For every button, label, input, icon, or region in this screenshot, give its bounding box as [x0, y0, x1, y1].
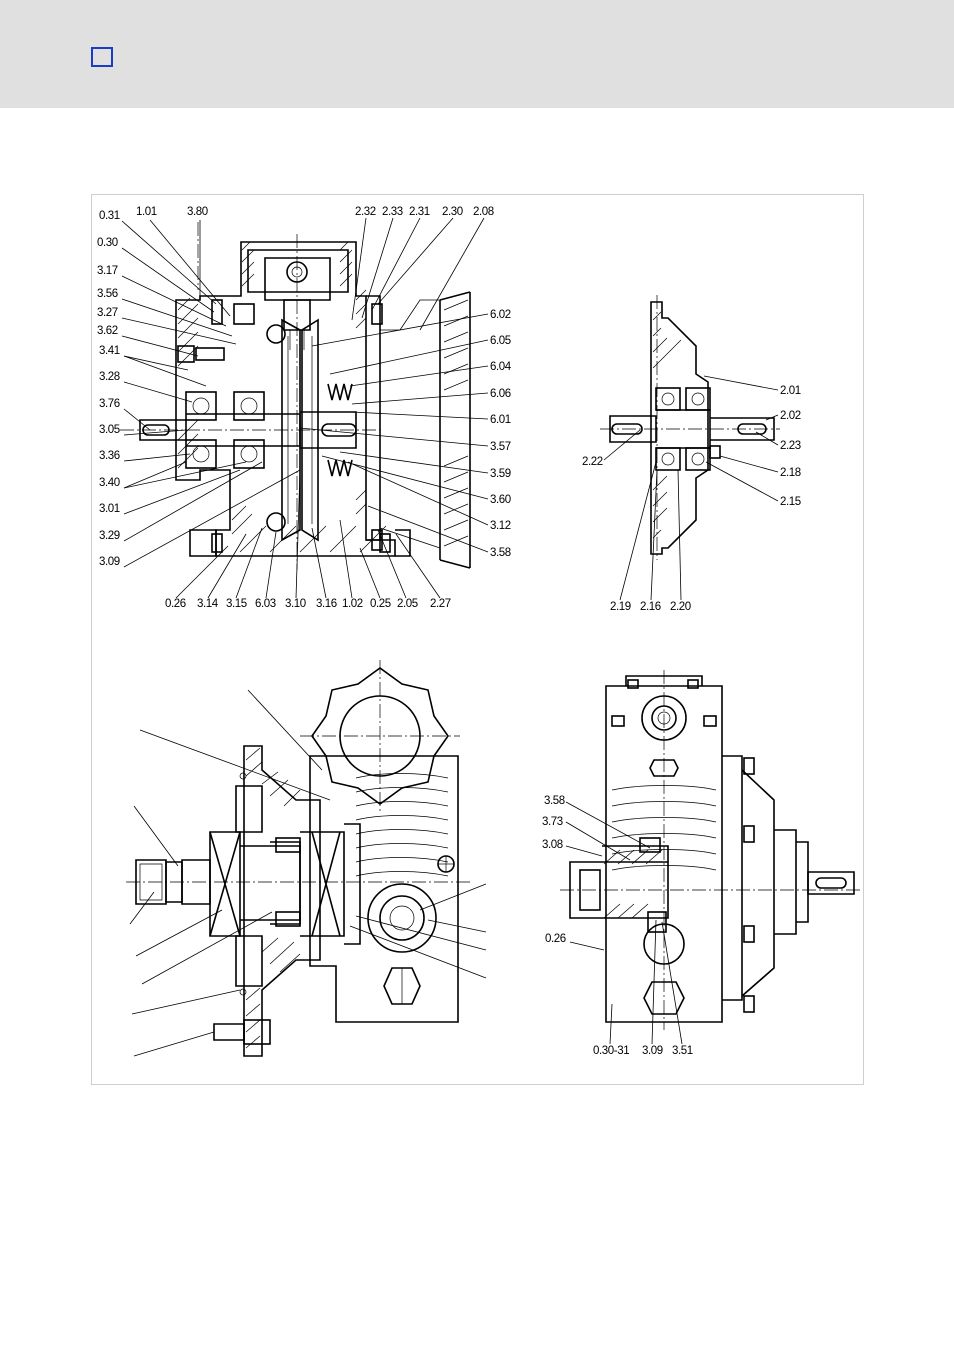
- part-number-label: 3.41: [99, 345, 120, 357]
- part-number-label: 3.01: [99, 503, 120, 515]
- part-number-label: 1.01: [136, 206, 157, 218]
- part-number-label: 3.58: [544, 795, 565, 807]
- part-number-label: 0.26: [165, 598, 186, 610]
- elevation-view-side: [560, 670, 860, 1044]
- elevation-view-flange: [126, 660, 486, 1056]
- part-number-label: 3.16: [316, 598, 337, 610]
- part-number-label: 2.01: [780, 385, 801, 397]
- part-number-label: 2.31: [409, 206, 430, 218]
- part-number-label: 0.31: [99, 210, 120, 222]
- part-number-label: 6.05: [490, 335, 511, 347]
- part-number-label: 3.15: [226, 598, 247, 610]
- part-number-label: 2.33: [382, 206, 403, 218]
- part-number-label: 2.30: [442, 206, 463, 218]
- part-number-label: 2.16: [640, 601, 661, 613]
- part-number-label: 3.36: [99, 450, 120, 462]
- part-number-label: 2.22: [582, 456, 603, 468]
- labels-elevation-side: 3.58 3.73 3.08 0.26 0.30-31 3.09 3.51: [542, 795, 693, 1057]
- part-number-label: 3.17: [97, 265, 118, 277]
- part-number-label: 3.29: [99, 530, 120, 542]
- part-number-label: 3.09: [99, 556, 120, 568]
- part-number-label: 3.80: [187, 206, 208, 218]
- part-number-label: 3.10: [285, 598, 306, 610]
- part-number-label: 3.56: [97, 288, 118, 300]
- part-number-label: 6.02: [490, 309, 511, 321]
- part-number-label: 3.59: [490, 468, 511, 480]
- labels-sectional-main: 0.31 1.01 3.80 0.30 3.17 3.56 3.27 3.62 3.41 3.28…: [97, 206, 512, 610]
- part-number-label: 3.58: [490, 547, 511, 559]
- sectional-view-side: [600, 295, 780, 600]
- part-number-label: 3.08: [542, 839, 563, 851]
- part-number-label: 6.01: [490, 414, 511, 426]
- part-number-label: 6.04: [490, 361, 512, 373]
- part-number-label: 3.27: [97, 307, 118, 319]
- part-number-label: 2.05: [397, 598, 418, 610]
- part-number-label: 3.40: [99, 477, 120, 489]
- part-number-label: 2.20: [670, 601, 691, 613]
- part-number-label: 2.08: [473, 206, 494, 218]
- part-number-label: 6.06: [490, 388, 511, 400]
- part-number-label: 3.76: [99, 398, 120, 410]
- part-number-label: 6.03: [255, 598, 276, 610]
- part-number-label: 3.60: [490, 494, 511, 506]
- part-number-label: 3.57: [490, 441, 511, 453]
- part-number-label: 2.18: [780, 467, 801, 479]
- part-number-label: 3.05: [99, 424, 120, 436]
- sectional-view-main: [120, 218, 488, 598]
- part-number-label: 3.62: [97, 325, 118, 337]
- part-number-label: 3.51: [672, 1045, 693, 1057]
- part-number-label: 3.12: [490, 520, 511, 532]
- part-number-label: 3.73: [542, 816, 563, 828]
- part-number-label: 3.28: [99, 371, 120, 383]
- part-number-label: 0.25: [370, 598, 391, 610]
- part-number-label: 2.32: [355, 206, 376, 218]
- part-number-label: 2.15: [780, 496, 801, 508]
- part-number-label: 3.14: [197, 598, 219, 610]
- part-number-label: 2.02: [780, 410, 801, 422]
- part-number-label: 2.23: [780, 440, 801, 452]
- part-number-label: 2.19: [610, 601, 631, 613]
- part-number-label: 3.09: [642, 1045, 663, 1057]
- part-number-label: 0.30-31: [593, 1045, 629, 1057]
- part-number-label: 2.27: [430, 598, 451, 610]
- part-number-label: 0.30: [97, 237, 118, 249]
- part-number-label: 1.02: [342, 598, 363, 610]
- part-number-label: 0.26: [545, 933, 566, 945]
